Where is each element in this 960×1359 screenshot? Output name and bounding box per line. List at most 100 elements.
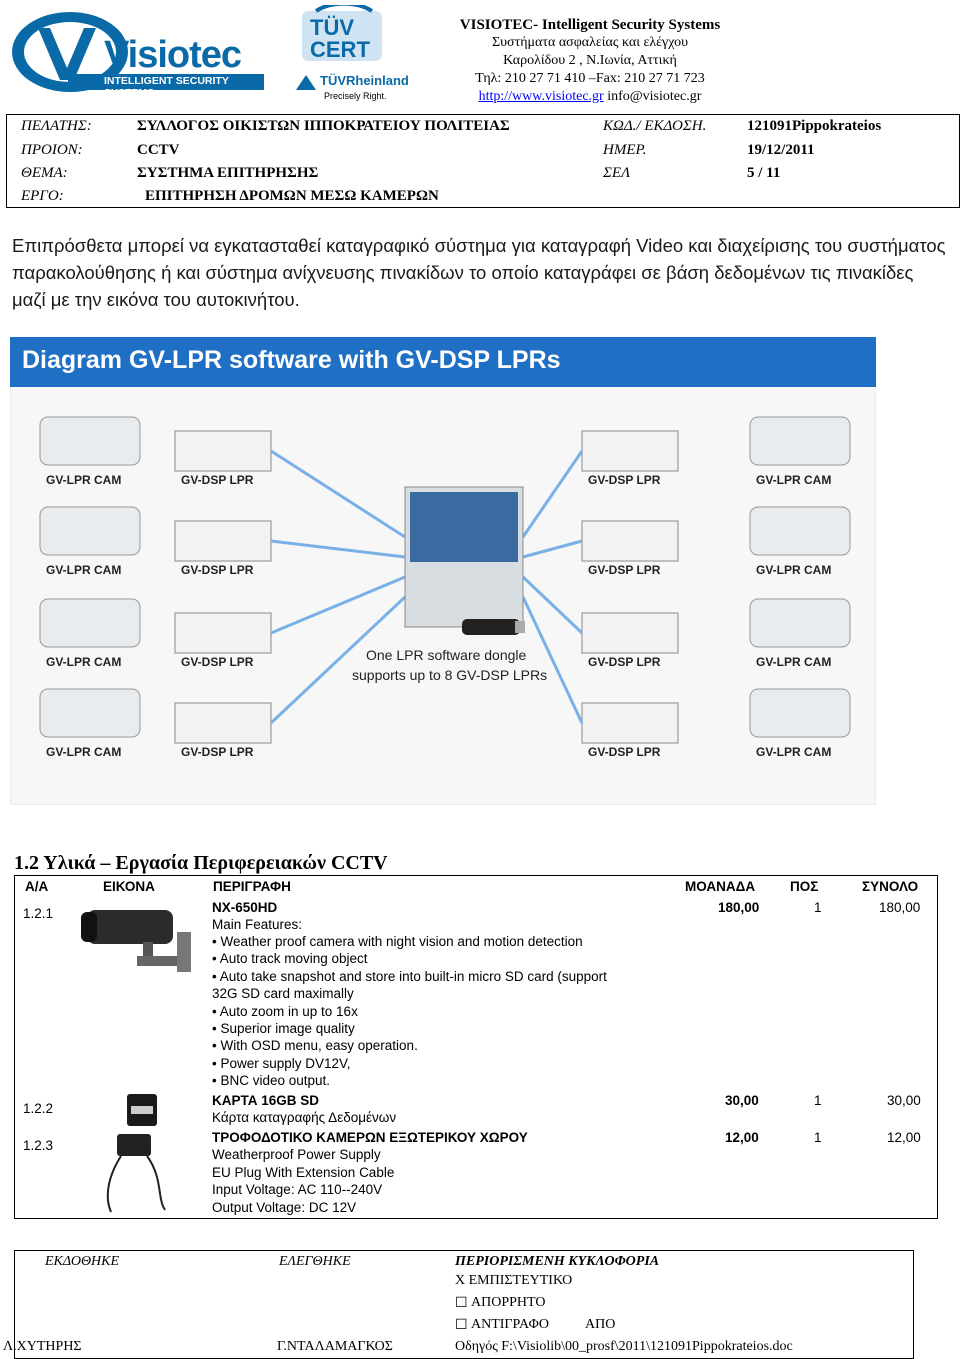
feature-item: • Weather proof camera with night vision… <box>212 934 583 949</box>
dongle-line-1: One LPR software dongle <box>366 647 527 663</box>
row2-qty: 1 <box>814 1093 822 1108</box>
connection-line <box>521 596 584 724</box>
issued-by: Λ.ΧΥΤΗΡΗΣ <box>3 1339 82 1354</box>
row1-features: • Weather proof camera with night vision… <box>212 933 607 1090</box>
lpr-camera-icon <box>39 688 141 738</box>
dsp-label: GV-DSP LPR <box>181 473 254 487</box>
copy-suffix: ΑΠΟ <box>585 1317 616 1332</box>
code-label: ΚΩΔ./ ΕΚΔΟΣΗ. <box>603 118 707 134</box>
section-title: 1.2 Υλικά – Εργασία Περιφερειακών CCTV <box>14 852 388 874</box>
page-label: ΣΕΛ <box>603 165 631 181</box>
lpr-diagram: Diagram GV-LPR software with GV-DSP LPRs… <box>9 336 877 806</box>
camera-label: GV-LPR CAM <box>46 655 122 669</box>
feature-item: • Auto take snapshot and store into buil… <box>212 968 607 984</box>
row3-unit-price: 12,00 <box>725 1130 759 1145</box>
row2-total: 30,00 <box>887 1093 921 1108</box>
dsp-box-icon <box>581 702 679 744</box>
tuv-rheinland-text: TÜVRheinland <box>320 73 409 88</box>
checked-by: Γ.ΝΤΑΛΑΜΑΓΚΟΣ <box>277 1339 393 1354</box>
confidential-option: X ΕΜΠΙΣΤΕΥΤΙΚΟ <box>455 1273 573 1288</box>
row3-subtitle: Weatherproof Power Supply <box>212 1147 381 1162</box>
connection-line <box>269 595 407 725</box>
company-name: VISIOTEC- Intelligent Security Systems <box>459 17 721 33</box>
dsp-box-icon <box>581 612 679 654</box>
feature-item: Output Voltage: DC 12V <box>212 1199 357 1215</box>
feature-item: • BNC video output. <box>212 1073 331 1089</box>
row3-total: 12,00 <box>887 1130 921 1145</box>
lpr-camera-icon <box>39 598 141 648</box>
secret-option: ΑΠΟΡΡΗΤΟ <box>471 1295 546 1310</box>
project-label: ΕΡΓΟ: <box>21 188 64 204</box>
dsp-label: GV-DSP LPR <box>588 563 661 577</box>
dsp-box-icon <box>174 520 272 562</box>
checked-label: ΕΛΕΓΘΗΚΕ <box>279 1254 351 1269</box>
lpr-camera-icon <box>749 598 851 648</box>
feature-item: • With OSD menu, easy operation. <box>212 1038 418 1054</box>
client-label: ΠΕΛΑΤΗΣ: <box>21 118 92 134</box>
camera-label: GV-LPR CAM <box>46 745 122 759</box>
feature-item: Input Voltage: AC 110--240V <box>212 1182 383 1198</box>
connection-line <box>270 449 406 539</box>
tuv-cert-logo: TÜV CERT TÜVRheinland Precisely Right. <box>296 1 416 105</box>
visiotec-logo: Visiotec INTELLIGENT SECURITY SYSTEMS <box>8 8 270 99</box>
feature-item: • Auto track moving object <box>212 951 368 967</box>
row1-subtitle: Main Features: <box>212 917 303 932</box>
lpr-camera-icon <box>39 416 141 466</box>
dsp-label: GV-DSP LPR <box>588 473 661 487</box>
header-total: ΣΥΝΟΛΟ <box>862 879 919 894</box>
company-subtitle: Συστήματα ασφαλείας και ελέγχου <box>491 35 689 50</box>
dsp-box-icon <box>174 612 272 654</box>
materials-table: Α/Α ΕΙΚΟΝΑ ΠΕΡΙΓΡΑΦΗ ΜΟΑΝΑΔΑ ΠΟΣ ΣΥΝΟΛΟ … <box>14 875 938 1219</box>
dsp-label: GV-DSP LPR <box>588 655 661 669</box>
connection-line <box>521 575 584 635</box>
tuv-cert-text: TÜV CERT <box>310 15 370 62</box>
document-info-grid: ΠΕΛΑΤΗΣ: ΣΥΛΛΟΓΟΣ ΟΙΚΙΣΤΩΝ ΙΠΠΟΚΡΑΤΕΙΟΥ … <box>6 114 960 208</box>
product-value: CCTV <box>137 142 180 158</box>
document-footer: ΕΚΔΟΘΗΚΕ ΕΛΕΓΘΗΚΕ ΠΕΡΙΟΡΙΣΜΕΝΗ ΚΥΚΛΟΦΟΡΙ… <box>3 1250 914 1359</box>
dsp-label: GV-DSP LPR <box>181 745 254 759</box>
ip-camera-image <box>77 898 197 985</box>
dsp-label: GV-DSP LPR <box>181 563 254 577</box>
subject-value: ΣΥΣΤΗΜΑ ΕΠΙΤΗΡΗΣΗΣ <box>137 165 319 181</box>
copy-checkbox-icon: ☐ <box>455 1318 468 1333</box>
row3-aa: 1.2.3 <box>23 1138 54 1153</box>
website-link[interactable]: http://www.visiotec.gr <box>478 89 604 104</box>
connection-line <box>270 539 406 559</box>
client-value: ΣΥΛΛΟΓΟΣ ΟΙΚΙΣΤΩΝ ΙΠΠΟΚΡΑΤΕΙΟΥ ΠΟΛΙΤΕΙΑΣ <box>137 118 510 134</box>
restricted-label: ΠΕΡΙΟΡΙΣΜΕΝΗ ΚΥΚΛΟΦΟΡΙΑ <box>455 1254 660 1269</box>
dsp-box-icon <box>174 430 272 472</box>
header-unit: ΜΟΑΝΑΔΑ <box>685 879 756 894</box>
feature-item: EU Plug With Extension Cable <box>212 1165 395 1180</box>
file-path: Οδηγός F:\Visiolib\00_prosf\2011\121091P… <box>455 1339 793 1354</box>
power-supply-image <box>97 1128 177 1217</box>
camera-label: GV-LPR CAM <box>46 563 122 577</box>
row2-title: ΚΑΡΤΑ 16GB SD <box>212 1093 320 1108</box>
camera-label: GV-LPR CAM <box>46 473 122 487</box>
issued-label: ΕΚΔΟΘΗΚΕ <box>45 1254 120 1269</box>
diagram-title: Diagram GV-LPR software with GV-DSP LPRs <box>22 346 561 374</box>
row3-features: EU Plug With Extension Cable Input Volta… <box>212 1164 394 1216</box>
feature-item: • Auto zoom in up to 16x <box>212 1003 358 1019</box>
header-aa: Α/Α <box>25 879 49 894</box>
dongle-line-2: supports up to 8 GV-DSP LPRs <box>352 667 548 683</box>
header-description: ΠΕΡΙΓΡΑΦΗ <box>213 879 291 894</box>
camera-label: GV-LPR CAM <box>756 655 832 669</box>
connection-line <box>270 575 406 635</box>
lpr-camera-icon <box>749 416 851 466</box>
row1-total: 180,00 <box>879 900 921 915</box>
connection-line <box>521 450 584 538</box>
secret-checkbox-icon: ☐ <box>455 1296 468 1311</box>
feature-item: 32G SD card maximally <box>212 986 354 1002</box>
camera-label: GV-LPR CAM <box>756 473 832 487</box>
dsp-box-icon <box>581 430 679 472</box>
page-value: 5 / 11 <box>747 165 781 181</box>
feature-item: • Power supply DV12V, <box>212 1055 351 1071</box>
row2-unit-price: 30,00 <box>725 1093 759 1108</box>
lpr-camera-icon <box>39 506 141 556</box>
row1-title: NX-650HD <box>212 900 278 915</box>
copy-option: ΑΝΤΙΓΡΑΦΟ <box>471 1317 549 1332</box>
row1-unit-price: 180,00 <box>718 900 760 915</box>
subject-label: ΘΕΜΑ: <box>21 165 68 181</box>
dsp-label: GV-DSP LPR <box>588 745 661 759</box>
row3-qty: 1 <box>814 1130 822 1145</box>
